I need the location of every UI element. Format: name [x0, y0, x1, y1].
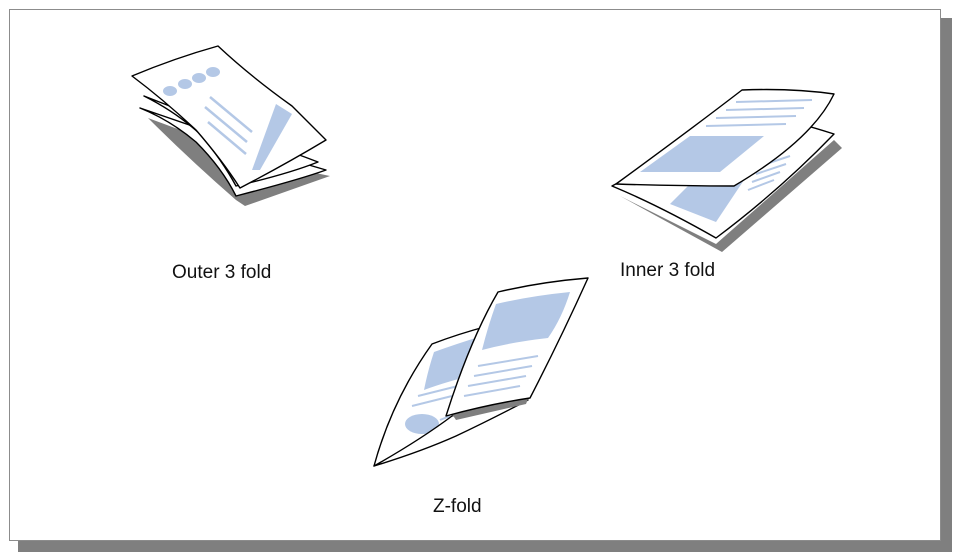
outer-3-fold-label: Outer 3 fold: [172, 263, 271, 282]
z-fold-label: Z-fold: [433, 497, 482, 516]
inner-3-fold-label: Inner 3 fold: [620, 261, 715, 280]
